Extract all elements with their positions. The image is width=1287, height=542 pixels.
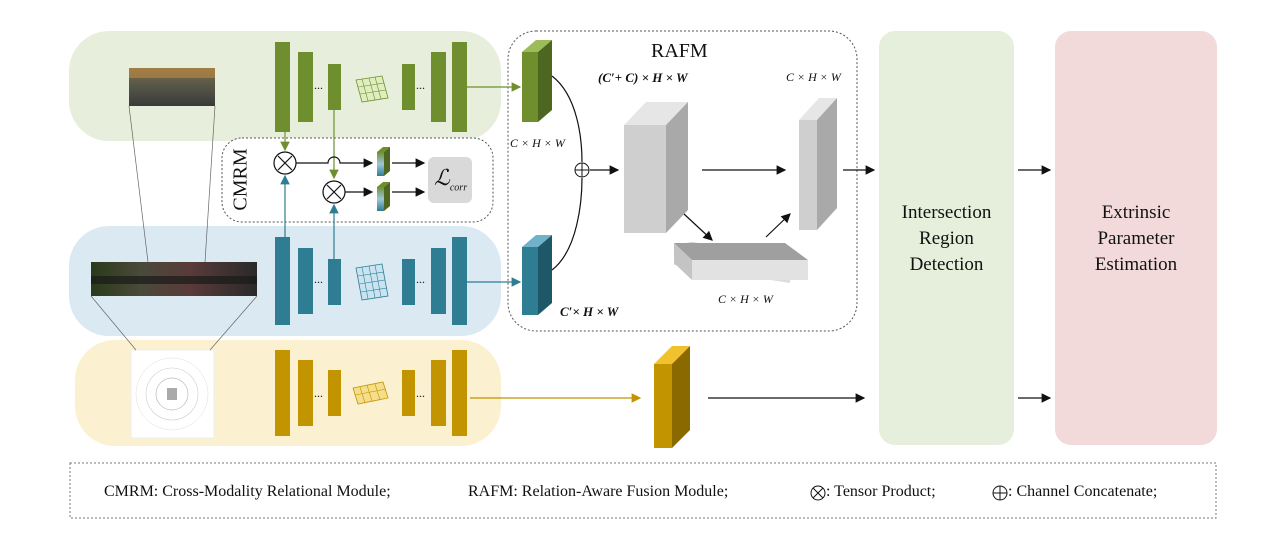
rafm-concat-dim: (C′+ C) × H × W	[598, 70, 688, 85]
loss-box	[428, 157, 472, 203]
camera-encoder-dots: ...	[314, 78, 323, 92]
volume-to-pooled-arrow	[683, 213, 713, 241]
lidar-encoder	[275, 350, 467, 436]
image-connector-lines	[90, 105, 258, 351]
pooled-volume	[674, 242, 808, 283]
lidar-image	[130, 349, 215, 439]
legend-cmrm: CMRM: Cross-Modality Relational Module;	[104, 483, 391, 500]
estimation-label: Extrinsic Parameter Estimation	[1094, 202, 1178, 275]
rafm-camera-feature	[522, 40, 552, 122]
loss-symbol: ℒ	[434, 165, 450, 190]
panorama-image	[91, 262, 257, 296]
camera-image	[129, 68, 215, 106]
camera-grid-icon	[355, 75, 389, 103]
rafm-title: RAFM	[651, 40, 708, 62]
estimation-panel	[1055, 31, 1217, 445]
lidar-grid-icon	[352, 381, 389, 405]
lidar-feature	[654, 346, 690, 448]
panorama-grid-icon	[355, 263, 389, 301]
pooled-to-output-arrow	[765, 213, 791, 238]
rafm-camera-dim: C × H × W	[510, 136, 565, 150]
rafm-panorama-dim: C′× H × W	[560, 304, 619, 319]
camera-encoder	[275, 42, 467, 132]
cmrm-title: CMRM	[229, 148, 252, 211]
concat-curve-bottom	[551, 177, 583, 271]
panorama-encoder	[275, 237, 467, 325]
cmrm-feature-map-2	[377, 182, 390, 211]
panorama-encoder-dots: ...	[314, 272, 323, 286]
loss-label: ℒcorr	[434, 165, 467, 193]
legend-concat: : Channel Concatenate;	[1008, 483, 1158, 500]
rafm-output-volume	[799, 98, 837, 230]
camera-encoder-dots-2: ...	[416, 78, 425, 92]
concat-curve-top	[551, 75, 583, 163]
lidar-encoder-dots-2: ...	[416, 386, 425, 400]
tensor1-to-feature	[296, 156, 374, 168]
concat-volume	[624, 102, 688, 233]
detection-panel	[879, 31, 1014, 445]
lidar-encoder-dots: ...	[314, 386, 323, 400]
detection-label: Intersection Region Detection	[901, 202, 992, 275]
panorama-encoder-dots-2: ...	[416, 272, 425, 286]
rafm-pooled-dim: C × H × W	[718, 292, 773, 306]
rafm-panorama-feature	[522, 235, 552, 315]
legend-tensor: : Tensor Product;	[826, 483, 936, 500]
legend-rafm: RAFM: Relation-Aware Fusion Module;	[468, 483, 729, 500]
loss-subscript: corr	[449, 182, 468, 194]
rafm-output-dim: C × H × W	[786, 70, 841, 84]
cmrm-feature-map-1	[377, 147, 390, 176]
legend-box	[69, 462, 1217, 519]
